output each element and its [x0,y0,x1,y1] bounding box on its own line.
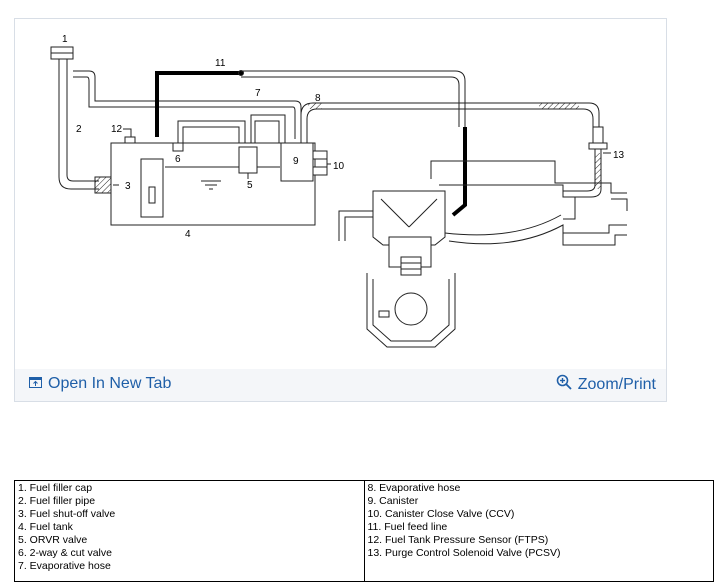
two-way-cut-valve [172,142,184,152]
legend-right-column: 8. Evaporative hose 9. Canister 10. Cani… [363,480,714,582]
legend-item: 6. 2-way & cut valve [18,547,112,559]
canister-close-valve [312,150,328,176]
orvr-valve [238,146,258,179]
legend-item: 1. Fuel filler cap [18,482,93,494]
ftps-sensor [124,136,136,144]
intake-manifold [430,160,628,246]
legend-item: 3. Fuel shut-off valve [18,508,116,520]
pcsv-valve [563,126,608,198]
legend-item: 12. Fuel Tank Pressure Sensor (FTPS) [367,534,549,546]
legend-item: 5. ORVR valve [18,534,88,546]
open-in-new-tab-label: Open In New Tab [48,375,172,393]
open-new-tab-icon [29,374,42,394]
callout-9: 9 [293,156,299,167]
legend-item: 2. Fuel filler pipe [18,495,96,507]
legend-left-column: 1. Fuel filler cap 2. Fuel filler pipe 3… [14,480,365,582]
diagram-card: 1 2 3 4 5 6 7 8 9 10 11 12 13 Open In [14,18,667,402]
legend-item: 7. Evaporative hose [18,560,111,572]
callout-10: 10 [333,161,345,172]
fuel-feed-line [155,71,241,137]
callout-1: 1 [62,34,68,45]
callout-2: 2 [76,124,82,135]
legend-item: 9. Canister [367,495,419,507]
callout-13: 13 [613,150,625,161]
zoom-print-label: Zoom/Print [577,376,656,394]
evaporative-hose-8 [300,102,600,143]
evap-system-diagram: 1 2 3 4 5 6 7 8 9 10 11 12 13 [50,34,628,348]
callout-3: 3 [125,181,131,192]
legend-item: 13. Purge Control Solenoid Valve (PCSV) [367,547,561,559]
fuel-pump-module [140,158,164,218]
air-intake [338,210,377,241]
fuel-filler-cap [50,46,74,60]
legend-item: 11. Fuel feed line [367,521,448,533]
engine [366,190,456,348]
fuel-feed-to-injector [451,127,467,217]
callout-4: 4 [185,229,191,240]
fuel-filler-pipe [58,59,302,190]
callout-7: 7 [255,88,261,99]
callout-12: 12 [111,124,123,135]
fuel-feed-outline [241,70,466,127]
callout-11: 11 [215,58,226,69]
fuel-shutoff-valve [94,176,112,194]
open-in-new-tab-link[interactable]: Open In New Tab [29,374,171,394]
canister [280,142,314,182]
legend-item: 8. Evaporative hose [367,482,461,494]
callout-5: 5 [247,180,253,191]
zoom-in-icon [556,374,572,396]
legend-table: 1. Fuel filler cap 2. Fuel filler pipe 3… [14,480,714,582]
zoom-print-link[interactable]: Zoom/Print [556,374,656,396]
legend-item: 4. Fuel tank [18,521,73,533]
figure-toolbar: Open In New Tab Zoom/Print [15,369,666,401]
callout-6: 6 [175,154,181,165]
callout-8: 8 [315,93,321,104]
legend-item: 10. Canister Close Valve (CCV) [367,508,515,520]
